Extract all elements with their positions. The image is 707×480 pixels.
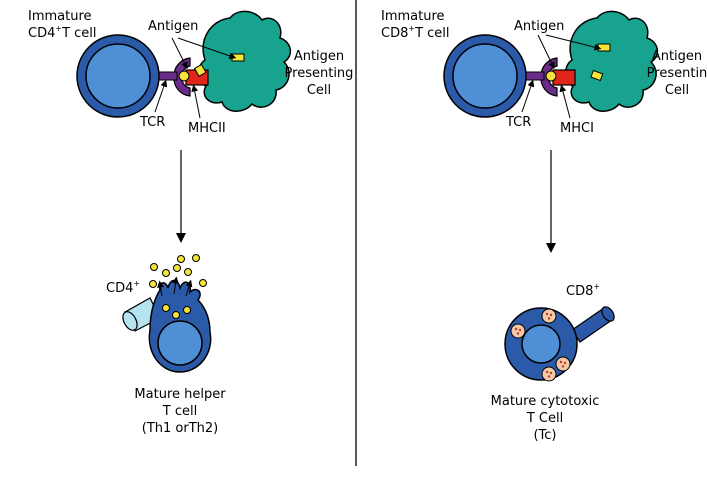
apc-label-line3: Cell xyxy=(307,83,331,98)
granule xyxy=(510,323,526,339)
immature-cell-label-line1: Immature xyxy=(381,9,445,24)
mature-label-line3: (Tc) xyxy=(533,428,556,443)
mature-label-line1: Mature cytotoxic xyxy=(491,394,600,409)
tcr-label: TCR xyxy=(139,115,165,130)
cytokine xyxy=(162,269,170,277)
coreceptor-label: CD8+ xyxy=(566,282,600,299)
mature-label-line1: Mature helper xyxy=(134,387,226,402)
antigen-fragment xyxy=(231,53,245,62)
cytokine xyxy=(199,279,207,287)
antigen-pointer xyxy=(177,37,237,60)
granule xyxy=(541,308,557,324)
cytokine xyxy=(173,264,181,272)
antigen-peptide xyxy=(545,70,557,82)
cytokine xyxy=(172,311,180,319)
apc-label-line2: Presenting xyxy=(285,66,354,81)
mhc-pointer xyxy=(191,84,201,119)
mature-label-line3: (Th1 orTh2) xyxy=(142,421,218,436)
antigen-peptide-mhc xyxy=(193,63,207,78)
mature-label-line2: T cell xyxy=(162,404,197,419)
immature-t-cell-nucleus xyxy=(452,43,518,109)
mhc-pointer xyxy=(559,84,571,119)
antigen-label: Antigen xyxy=(148,19,198,34)
apc-label-line3: Cell xyxy=(665,83,689,98)
mature-helper-nucleus xyxy=(157,320,203,366)
cytokine xyxy=(183,306,191,314)
left-panel: Immature CD4+T cell Antigen Antigen Pres… xyxy=(28,9,353,436)
tcr-pointer xyxy=(521,79,535,113)
immature-cell-label-line1: Immature xyxy=(28,9,92,24)
mature-cytotoxic-nucleus xyxy=(521,324,561,364)
cytokine xyxy=(150,263,158,271)
tcr-pointer xyxy=(154,79,168,113)
cytokine xyxy=(192,254,200,262)
antigen-presenting-cell xyxy=(564,10,659,112)
granule xyxy=(541,366,557,382)
apc-label-line2: Presentin xyxy=(647,66,707,81)
antigen-pointer xyxy=(171,37,188,70)
immature-cell-label-line2: CD4+T cell xyxy=(28,24,97,41)
granule xyxy=(555,356,571,372)
mature-label-line2: T Cell xyxy=(526,411,563,426)
mhc-label: MHCI xyxy=(560,121,594,136)
cytokine xyxy=(162,304,170,312)
cytokine xyxy=(184,268,192,276)
immature-t-cell-nucleus xyxy=(85,43,151,109)
antigen-fragment xyxy=(597,43,611,52)
tcr-label: TCR xyxy=(505,115,531,130)
cytokine xyxy=(149,280,157,288)
cd8-receptor xyxy=(571,306,615,343)
antigen-peptide xyxy=(178,70,190,82)
mhc-molecule xyxy=(552,69,576,86)
coreceptor-label: CD4+ xyxy=(106,279,140,296)
secretion-arrows xyxy=(157,276,193,297)
antigen-fragment xyxy=(590,69,604,82)
antigen-label: Antigen xyxy=(514,19,564,34)
right-panel: Immature CD8+T cell Antigen Antigen Pres… xyxy=(381,9,707,443)
cytokine xyxy=(177,255,185,263)
antigen-pointer xyxy=(545,34,602,51)
apc-label-line1: Antigen xyxy=(652,49,702,64)
cytokines xyxy=(149,254,207,319)
immature-cell-label-line2: CD8+T cell xyxy=(381,24,450,41)
apc-label-line1: Antigen xyxy=(294,49,344,64)
cytotoxic-granules xyxy=(510,308,571,382)
antigen-pointer xyxy=(537,34,555,70)
mhc-label: MHCII xyxy=(188,121,226,136)
cd4-receptor-end xyxy=(122,311,138,331)
